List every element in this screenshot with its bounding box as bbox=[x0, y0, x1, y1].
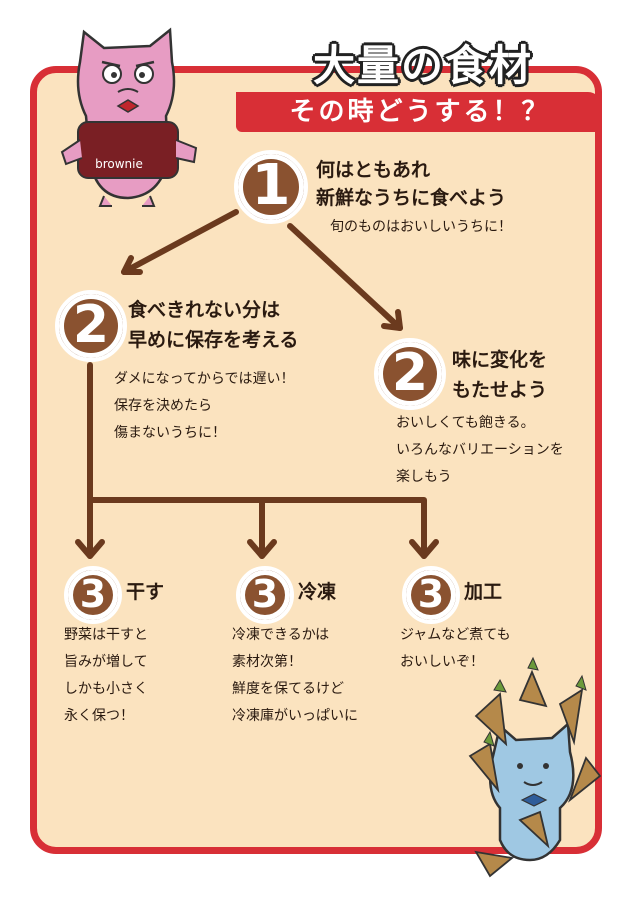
step3-process-heading: 加工 bbox=[464, 581, 503, 603]
branch-line bbox=[87, 362, 427, 559]
arrowhead-freeze bbox=[247, 539, 277, 559]
step3-dry-note-line1: 野菜は干すと bbox=[64, 627, 148, 643]
step2-right-number-badge: 2 bbox=[374, 338, 446, 410]
step2-right-number: 2 bbox=[391, 343, 429, 403]
step2-right-note-line3: 楽しもう bbox=[396, 469, 452, 485]
bamboo-cat-illustration bbox=[468, 656, 602, 878]
step1-note: 旬のものはおいしいうちに！ bbox=[330, 219, 512, 235]
step3-dry-note-line4: 永く保つ！ bbox=[64, 708, 134, 724]
arrowhead-dry bbox=[75, 539, 105, 559]
step2-right-heading-line2: もたせよう bbox=[452, 379, 548, 401]
step3-freeze-note-line4: 冷凍庫がいっぱいに bbox=[232, 708, 358, 724]
step1-number: 1 bbox=[251, 153, 291, 218]
page-title: 大量の食材 bbox=[312, 41, 533, 90]
mascot-name-label: brownie bbox=[95, 157, 143, 171]
step3-freeze-note-line1: 冷凍できるかは bbox=[232, 627, 330, 643]
step3-freeze-heading: 冷凍 bbox=[298, 581, 337, 603]
step3-process-note-line2: おいしいぞ！ bbox=[400, 654, 484, 670]
step3-dry-number-badge: 3 bbox=[64, 566, 122, 624]
step2-left-number: 2 bbox=[72, 295, 110, 355]
arrowhead-process bbox=[409, 539, 439, 559]
step1-heading-line1: 何はともあれ bbox=[316, 159, 431, 181]
step2-left-heading-line1: 食べきれない分は bbox=[128, 299, 281, 321]
step2-left-number-badge: 2 bbox=[55, 290, 127, 362]
step2-right-note-line1: おいしくても飽きる。 bbox=[396, 415, 535, 431]
step2-right-note-line2: いろんなバリエーションを bbox=[396, 442, 564, 458]
step3-freeze-note-line3: 鮮度を保てるけど bbox=[232, 681, 344, 697]
step3-freeze-note-line2: 素材次第！ bbox=[232, 654, 302, 670]
step1-number-badge: 1 bbox=[234, 150, 308, 224]
step3-process-note-line1: ジャムなど煮ても bbox=[400, 627, 511, 643]
step3-process-number-badge: 3 bbox=[402, 566, 460, 624]
step3-process-number: 3 bbox=[417, 572, 445, 616]
step2-right-heading-line1: 味に変化を bbox=[452, 349, 548, 371]
step3-freeze-number-badge: 3 bbox=[236, 566, 294, 624]
page-subtitle: その時どうする！？ bbox=[289, 97, 551, 127]
step3-dry-number: 3 bbox=[79, 572, 107, 616]
subtitle-banner bbox=[236, 92, 602, 132]
step3-freeze-number: 3 bbox=[251, 572, 279, 616]
step3-dry-heading: 干す bbox=[126, 581, 165, 603]
step3-dry-note-line3: しかも小さく bbox=[64, 681, 148, 697]
arrow-step1-to-step2-right bbox=[287, 223, 403, 331]
step3-dry-note-line2: 旨みが増して bbox=[64, 654, 148, 670]
step2-left-note-line2: 保存を決めたら bbox=[114, 398, 212, 414]
brownie-mascot-illustration bbox=[60, 27, 198, 207]
step2-left-heading-line2: 早めに保存を考える bbox=[128, 329, 299, 351]
arrow-step1-to-step2-left bbox=[121, 209, 239, 275]
step1-heading-line2: 新鮮なうちに食べよう bbox=[316, 187, 507, 209]
step2-left-note-line3: 傷まないうちに！ bbox=[114, 425, 226, 441]
step2-left-note-line1: ダメになってからでは遅い！ bbox=[114, 371, 295, 387]
